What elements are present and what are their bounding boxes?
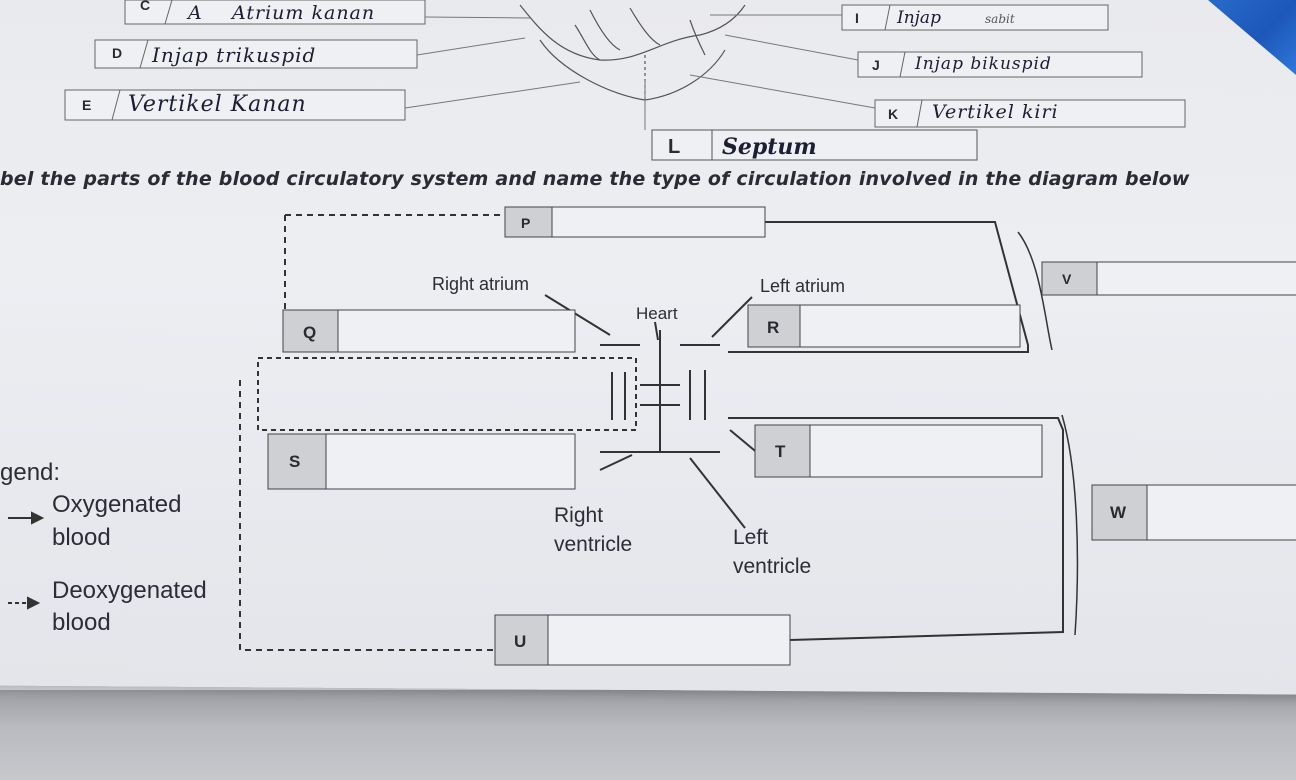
top-label-d: D (94, 37, 526, 69)
svg-text:S: S (289, 452, 300, 471)
handwritten-label-d: Injap trikuspid (152, 43, 317, 67)
svg-text:W: W (1110, 503, 1127, 522)
legend-arrows (8, 511, 45, 610)
top-label-k: K (689, 74, 1186, 128)
legend-deoxygenated-line2: blood (52, 609, 111, 636)
label-right-ventricle-line1: Right (554, 504, 604, 527)
svg-text:Q: Q (303, 323, 316, 342)
handwritten-label-i-extra: sabit (985, 12, 1015, 26)
handwritten-label-k: Vertikel kiri (932, 101, 1059, 123)
svg-text:P: P (521, 215, 530, 231)
svg-text:U: U (514, 632, 526, 651)
answer-box-p: P (504, 206, 766, 238)
top-label-l: L (644, 80, 978, 161)
legend-title: gend: (0, 459, 61, 486)
answer-box-s: S (267, 433, 576, 490)
svg-text:T: T (775, 442, 786, 461)
top-label-j: J (724, 34, 1143, 78)
handwritten-label-e: Vertikel Kanan (128, 92, 307, 117)
answer-box-t: T (754, 424, 1043, 478)
svg-text:J: J (872, 57, 880, 73)
label-left-atrium: Left atrium (760, 276, 846, 296)
table-surface (0, 690, 1296, 780)
handwritten-label-c: Atrium kanan (232, 2, 376, 24)
svg-text:E: E (82, 97, 91, 113)
deoxygenated-path-systemic (239, 380, 495, 651)
handwritten-label-j: Injap bikuspid (915, 54, 1052, 74)
heart-schematic (600, 330, 720, 453)
svg-text:L: L (668, 136, 680, 158)
legend-oxygenated-line1: Oxygenated (52, 491, 182, 518)
answer-box-v: V (1041, 261, 1296, 296)
answer-box-q: Q (282, 309, 576, 353)
answer-box-r: R (747, 304, 1021, 348)
svg-text:R: R (767, 318, 779, 337)
handwritten-label-i: Injap (897, 8, 941, 28)
oxygenated-path-top (728, 221, 1029, 353)
lungs-dashed-region (257, 357, 637, 431)
label-left-ventricle-line1: Left (733, 526, 769, 549)
handwritten-label-l: Septum (722, 134, 817, 160)
top-label-c: C (124, 0, 531, 25)
top-label-e: E (64, 81, 581, 121)
label-left-ventricle-line2: ventricle (733, 555, 812, 578)
oxygenated-path-systemic (728, 417, 1064, 641)
svg-text:V: V (1062, 271, 1072, 287)
answer-box-w: W (1091, 484, 1296, 541)
label-right-ventricle-line2: ventricle (554, 533, 633, 556)
top-label-i: I (710, 4, 1109, 31)
svg-text:I: I (855, 10, 859, 26)
svg-text:K: K (888, 106, 898, 122)
svg-text:C: C (140, 0, 150, 13)
instruction-text: bel the parts of the blood circulatory s… (0, 168, 1190, 190)
handwriting-scribble: A (188, 2, 202, 24)
legend-deoxygenated-line1: Deoxygenated (52, 577, 207, 604)
label-right-atrium: Right atrium (432, 274, 530, 294)
legend-oxygenated-line2: blood (52, 524, 111, 551)
label-heart: Heart (636, 304, 678, 323)
circulation-diagram (239, 214, 1079, 651)
answer-box-u: U (494, 614, 791, 666)
svg-text:D: D (112, 45, 122, 61)
